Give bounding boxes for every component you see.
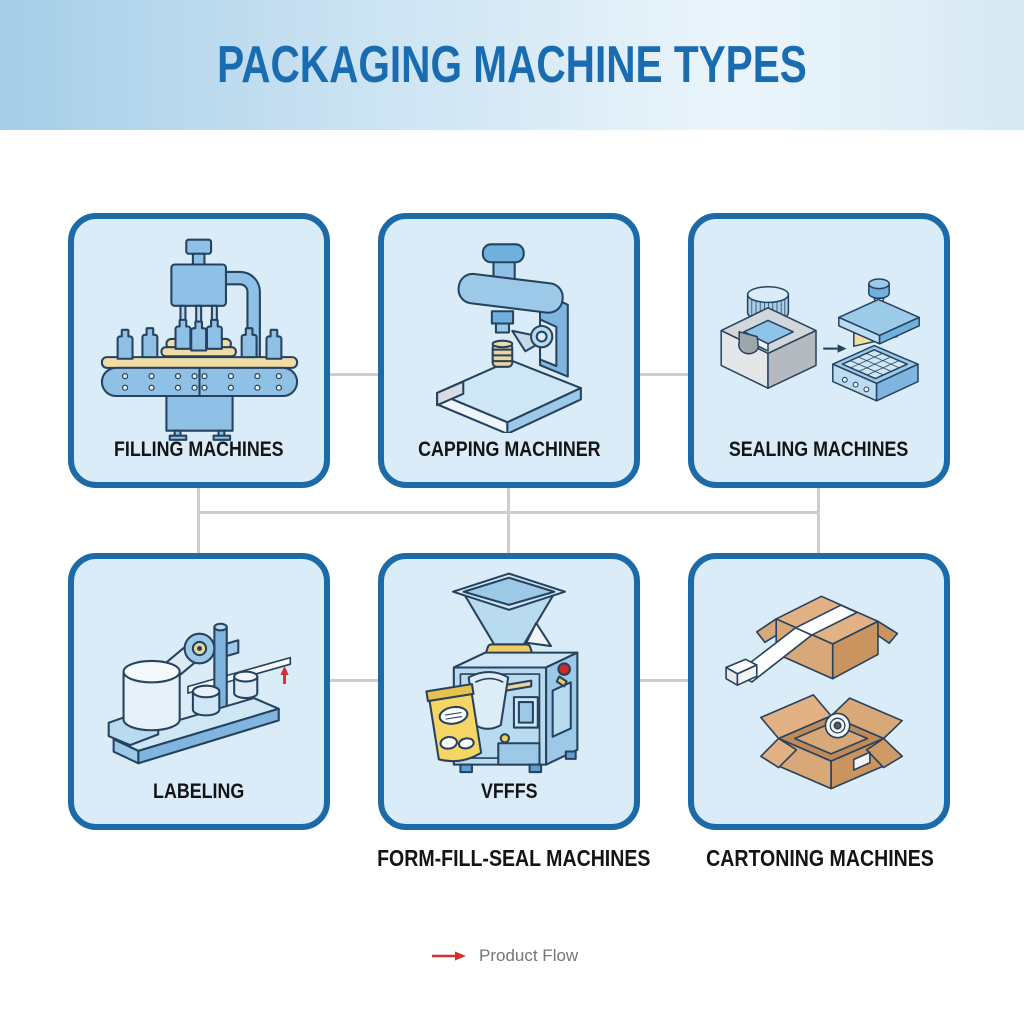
connector-line	[507, 488, 510, 553]
sealing-machine-icon	[720, 278, 920, 402]
box-vffs-machine: VFFFS	[378, 553, 640, 830]
sub-label-form-fill-seal: FORM-FILL-SEAL MACHINES	[377, 845, 651, 871]
filling-machine-icon	[100, 238, 298, 441]
vffs-machine-icon	[425, 572, 579, 774]
sub-label-cartoning: CARTONING MACHINES	[706, 845, 934, 871]
box-labeling-machine: LABELING	[68, 553, 330, 830]
box-label: FILLING MACHINES	[114, 438, 284, 461]
box-cartoning-machine	[688, 553, 950, 830]
box-sealing-machines: SEALING MACHINES	[688, 213, 950, 488]
legend-label: Product Flow	[479, 946, 579, 965]
header: PACKAGING MACHINE TYPES	[0, 0, 1024, 130]
box-label: CAPPING MACHINER	[417, 438, 601, 461]
box-filling-machines: FILLING MACHINES	[68, 213, 330, 488]
page-title: PACKAGING MACHINE TYPES	[217, 36, 807, 94]
connector-line	[197, 488, 200, 553]
connector-line	[198, 511, 820, 514]
box-capping-machine: CAPPING MACHINER	[378, 213, 640, 488]
product-flow-arrow-icon	[432, 951, 466, 961]
connector-line	[817, 488, 820, 553]
box-label: SEALING MACHINES	[729, 438, 909, 461]
connector-line	[640, 679, 688, 682]
labeling-machine-icon	[107, 622, 291, 765]
connector-line	[330, 373, 378, 376]
box-label: LABELING	[153, 780, 245, 803]
connector-line	[330, 679, 378, 682]
cartoning-machine-icon	[725, 595, 904, 790]
legend-product-flow: Product Flow	[432, 946, 578, 966]
capping-machine-icon	[436, 243, 582, 433]
box-label: VFFFS	[480, 780, 538, 803]
connector-line	[640, 373, 688, 376]
